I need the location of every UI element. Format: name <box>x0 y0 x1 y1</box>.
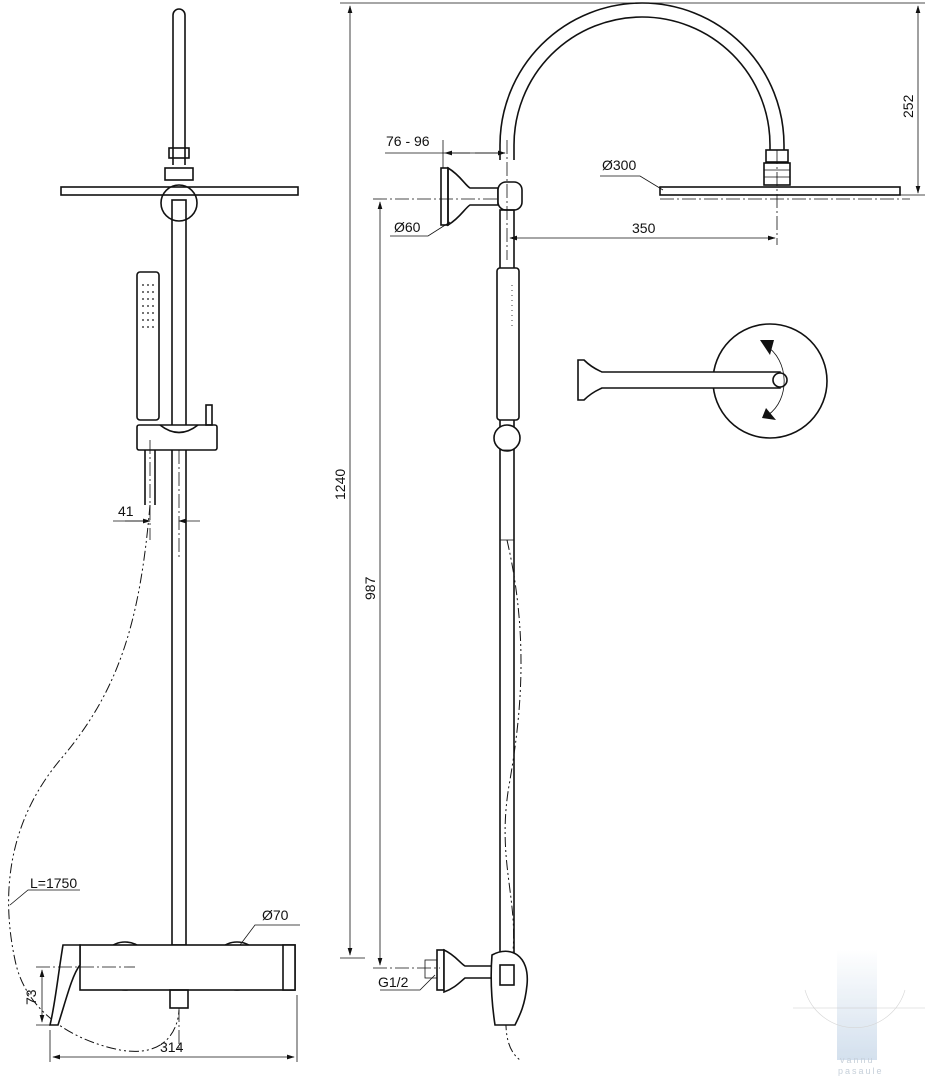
front-riser-pipe <box>171 199 187 946</box>
side-shower-head <box>659 186 901 196</box>
side-wall-bracket <box>447 166 499 227</box>
front-slider <box>136 424 218 451</box>
side-hand-shower <box>496 267 520 421</box>
front-shower-head <box>60 186 299 196</box>
rotation-arrow-up-icon <box>760 340 774 355</box>
side-hose-path <box>504 539 522 1061</box>
front-mixer-lever <box>48 944 81 1026</box>
dim-head-diameter: Ø300 <box>602 157 636 173</box>
side-arc-arm <box>499 2 785 160</box>
dim-mixer-width: 314 <box>160 1039 184 1055</box>
dim-hose-length: L=1750 <box>30 875 77 891</box>
side-view <box>340 2 925 1061</box>
dim-wall-distance: 76 - 96 <box>386 133 430 149</box>
side-hose-holder <box>493 424 521 452</box>
front-hand-shower <box>136 271 160 421</box>
watermark-line1: vannu <box>840 1055 875 1065</box>
front-slider-knob <box>205 404 213 426</box>
dim-hand-offset: 41 <box>118 503 134 519</box>
dim-bracket-diameter: Ø60 <box>394 219 421 235</box>
dim-outlet-height: 987 <box>362 576 378 600</box>
dim-thread: G1/2 <box>378 974 409 990</box>
dim-mixer-height: 73 <box>23 989 39 1005</box>
front-view <box>8 8 300 1062</box>
dim-rosette-diameter: Ø70 <box>262 907 289 923</box>
watermark-line2: pasaule <box>838 1066 884 1076</box>
dim-arm-reach: 350 <box>632 220 656 236</box>
rotation-arrow-down-icon <box>762 408 776 420</box>
front-nut <box>168 147 190 159</box>
watermark-logo: vannu pasaule <box>793 950 925 1076</box>
front-top-pipe <box>172 8 186 165</box>
dim-total-height: 1240 <box>332 469 348 500</box>
front-hose-path <box>8 504 180 1052</box>
side-hose-connector <box>499 449 515 541</box>
front-outlet <box>169 989 189 1009</box>
dim-arm-rise: 252 <box>900 94 916 118</box>
side-thread <box>424 959 438 979</box>
side-mixer-lever <box>490 950 528 1026</box>
top-view-arm <box>577 359 781 401</box>
front-mixer-body <box>79 944 296 991</box>
front-bracket <box>160 184 198 222</box>
